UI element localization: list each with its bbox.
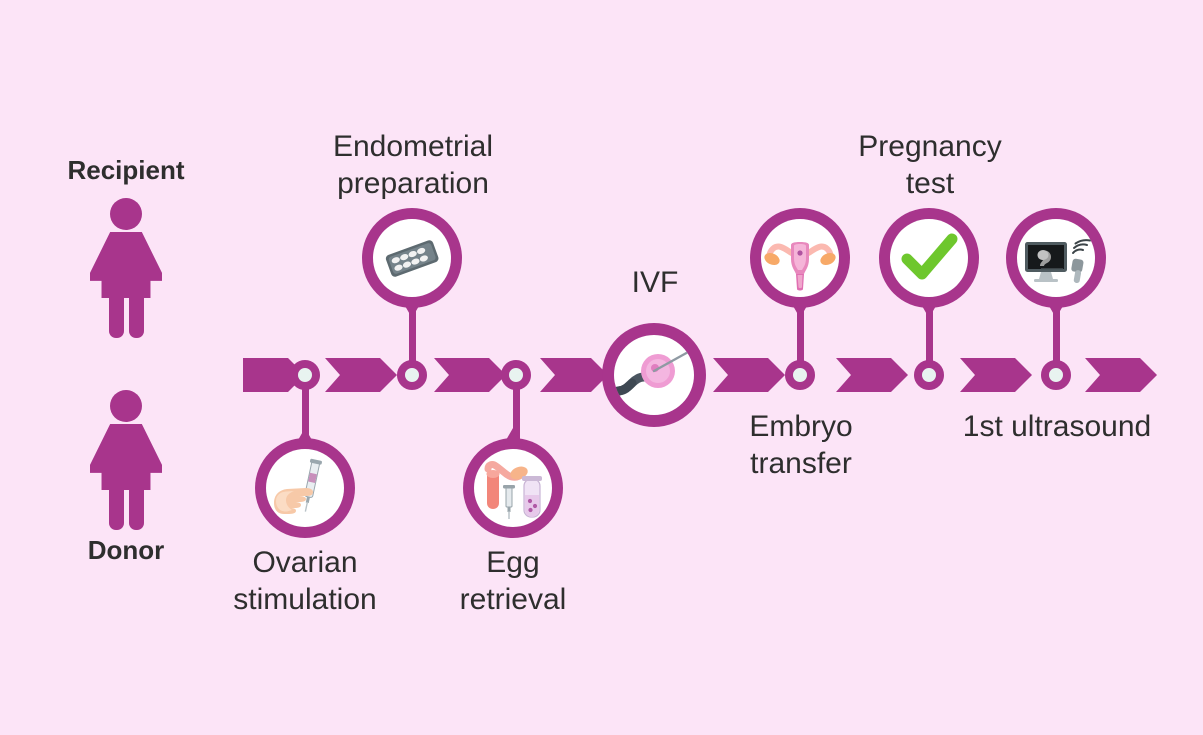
timeline-chevron (434, 358, 506, 392)
uterus-icon (761, 219, 839, 297)
step-pin-egg-retrieval[interactable] (463, 428, 563, 538)
step-label-ivf: IVF (631, 266, 679, 299)
green-checkmark-icon (890, 219, 968, 297)
pill-blister-pack-icon (373, 219, 451, 297)
figure-leg-left (109, 296, 124, 338)
step-label-endometrial-preparation: Endometrial preparation (332, 130, 494, 200)
step-label-ovarian-stimulation: Ovarian stimulation (233, 546, 377, 616)
ultrasound-monitor-probe-icon (1017, 219, 1095, 297)
timeline-node[interactable] (1041, 360, 1071, 390)
pin-inner (614, 335, 694, 415)
step-pin-ovarian-stimulation[interactable] (255, 428, 355, 538)
recipient-figure (85, 198, 167, 338)
pin-inner (1017, 219, 1095, 297)
figure-head (110, 390, 142, 422)
timeline-node[interactable] (397, 360, 427, 390)
timeline-chevron (836, 358, 908, 392)
figure-body (90, 232, 162, 298)
timeline-chevron (960, 358, 1032, 392)
recipient-label: Recipient (67, 155, 185, 185)
icsi-oocyte-micropipette-icon (614, 335, 694, 415)
step-label-egg-retrieval: Egg retrieval (459, 546, 567, 616)
step-pin-endometrial-preparation[interactable] (362, 208, 462, 318)
ovary-syringe-tube-icon (474, 449, 552, 527)
step-pin-pregnancy-test[interactable] (879, 208, 979, 318)
step-pin-first-ultrasound[interactable] (1006, 208, 1106, 318)
timeline-chevron (540, 358, 608, 392)
timeline-chevron (713, 358, 785, 392)
donor-label: Donor (87, 535, 165, 565)
step-label-embryo-transfer: Embryo transfer (749, 410, 853, 480)
connector-stem (302, 372, 309, 450)
figure-leg-right (129, 296, 144, 338)
figure-head (110, 198, 142, 230)
hand-holding-syringe-icon (266, 449, 344, 527)
figure-leg-left (109, 488, 124, 530)
pin-inner (373, 219, 451, 297)
step-label-first-ultrasound: 1st ultrasound (962, 410, 1152, 443)
step-pin-ivf[interactable] (602, 323, 706, 427)
connector-stem (797, 300, 804, 375)
figure-body (90, 424, 162, 490)
pin-inner (890, 219, 968, 297)
timeline-chevron (325, 358, 397, 392)
figure-leg-right (129, 488, 144, 530)
connector-stem (513, 372, 520, 450)
donor-figure (85, 390, 167, 530)
timeline-node[interactable] (785, 360, 815, 390)
timeline-node[interactable] (914, 360, 944, 390)
connector-stem (926, 300, 933, 375)
step-label-pregnancy-test: Pregnancy test (858, 130, 1002, 200)
connector-stem (1053, 300, 1060, 375)
connector-stem (409, 300, 416, 375)
timeline-node[interactable] (501, 360, 531, 390)
step-pin-embryo-transfer[interactable] (750, 208, 850, 318)
pin-inner (266, 449, 344, 527)
timeline-chevron (1085, 358, 1157, 392)
pin-inner (761, 219, 839, 297)
pin-inner (474, 449, 552, 527)
timeline-node[interactable] (290, 360, 320, 390)
